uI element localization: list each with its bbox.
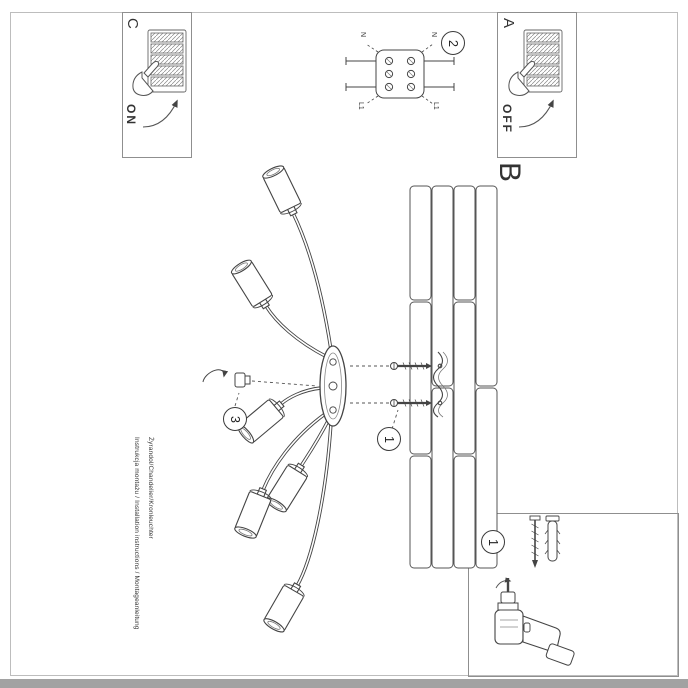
step-badge-1: 1 [377, 427, 401, 451]
toolbox-badge-1: 1 [481, 530, 505, 554]
panel-switch-on [122, 12, 192, 158]
mounting-screw-icon [390, 362, 432, 370]
terminal-block-icon [345, 43, 455, 105]
hand-icon [132, 60, 160, 96]
terminal-label-n-right: N [430, 32, 437, 38]
page-border [10, 12, 678, 676]
ceiling-panel [409, 185, 498, 569]
step-badge-1-number: 1 [382, 435, 396, 443]
page-bottom-edge [0, 679, 688, 688]
step-badge-2-number: 2 [446, 39, 460, 47]
lamp-shade [263, 582, 305, 633]
chandelier-icon [230, 165, 347, 633]
lamp-shade [262, 165, 302, 217]
lamp-arms [261, 212, 333, 587]
terminal-label-l1-right: L1 [432, 102, 439, 110]
terminal-label-l1-left: L1 [357, 102, 364, 110]
footer-product-text: Żyrandol/Chandelier/Kronleuchter [147, 437, 154, 539]
drill-icon [494, 577, 575, 666]
tools-illustration [494, 515, 575, 666]
footer-instructions-text: Instrukcja montażu / Installation instru… [133, 437, 140, 630]
finial-cap-icon [234, 372, 251, 388]
finial-cap-group [202, 369, 318, 407]
lamp-shade [234, 486, 272, 539]
lamp-shade [265, 462, 308, 513]
mounting-screw-icon [390, 399, 432, 407]
lamp-shade [230, 259, 273, 310]
wall-switch-icon [132, 29, 187, 128]
canopy-icon [319, 345, 347, 427]
switch-state-off: OFF [500, 104, 514, 134]
toolbox-badge-1-number: 1 [486, 538, 500, 546]
panel-tools [468, 513, 679, 677]
section-label-b: B [493, 162, 526, 183]
step-badge-3-number: 3 [228, 415, 242, 423]
step-badge-2: 2 [441, 31, 465, 55]
screw-icon [529, 515, 541, 568]
lamp-shade [237, 398, 285, 444]
flip-arrow-icon [142, 99, 178, 128]
rotation-arrow-icon [202, 369, 229, 383]
lamp-shades [230, 165, 308, 633]
wall-plug-icon [544, 515, 561, 562]
switch-state-on: ON [124, 104, 138, 126]
panel-switch-off [497, 12, 577, 158]
wire-left [345, 57, 376, 91]
mounting-bracket-icon [432, 351, 448, 418]
wire-right [424, 57, 455, 91]
terminal-label-n-left: N [359, 32, 366, 38]
wall-switch-icon [509, 30, 562, 127]
mounting-hardware [350, 351, 448, 430]
step-badge-3: 3 [223, 407, 247, 431]
section-label-c: C [124, 18, 141, 29]
section-label-a: A [500, 18, 517, 29]
